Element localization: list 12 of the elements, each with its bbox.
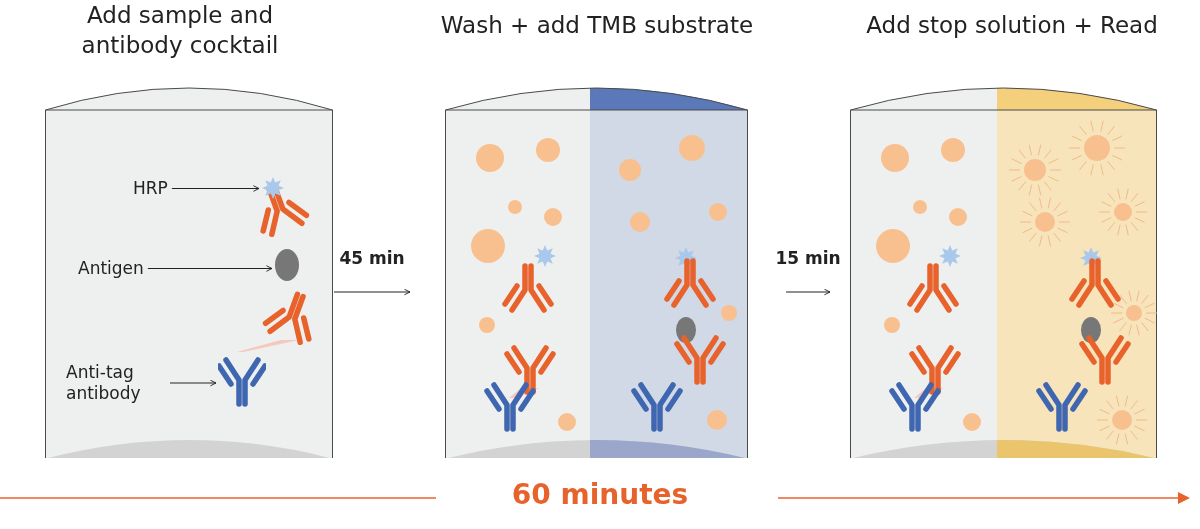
part-label: HRP	[133, 178, 168, 199]
leader-line	[147, 265, 273, 272]
step-heading: Add sample and antibody cocktail	[80, 1, 280, 60]
step-heading: Wash + add TMB substrate	[440, 11, 754, 40]
arrow	[333, 288, 411, 296]
duration-label: 60 minutes	[510, 478, 690, 511]
leader-line	[169, 379, 217, 387]
part-label: Antigen	[78, 258, 144, 279]
leader-line	[171, 185, 260, 192]
part-label: Anti-tag antibody	[66, 362, 142, 404]
step-heading: Add stop solution + Read	[866, 11, 1158, 40]
arrow	[785, 288, 831, 296]
